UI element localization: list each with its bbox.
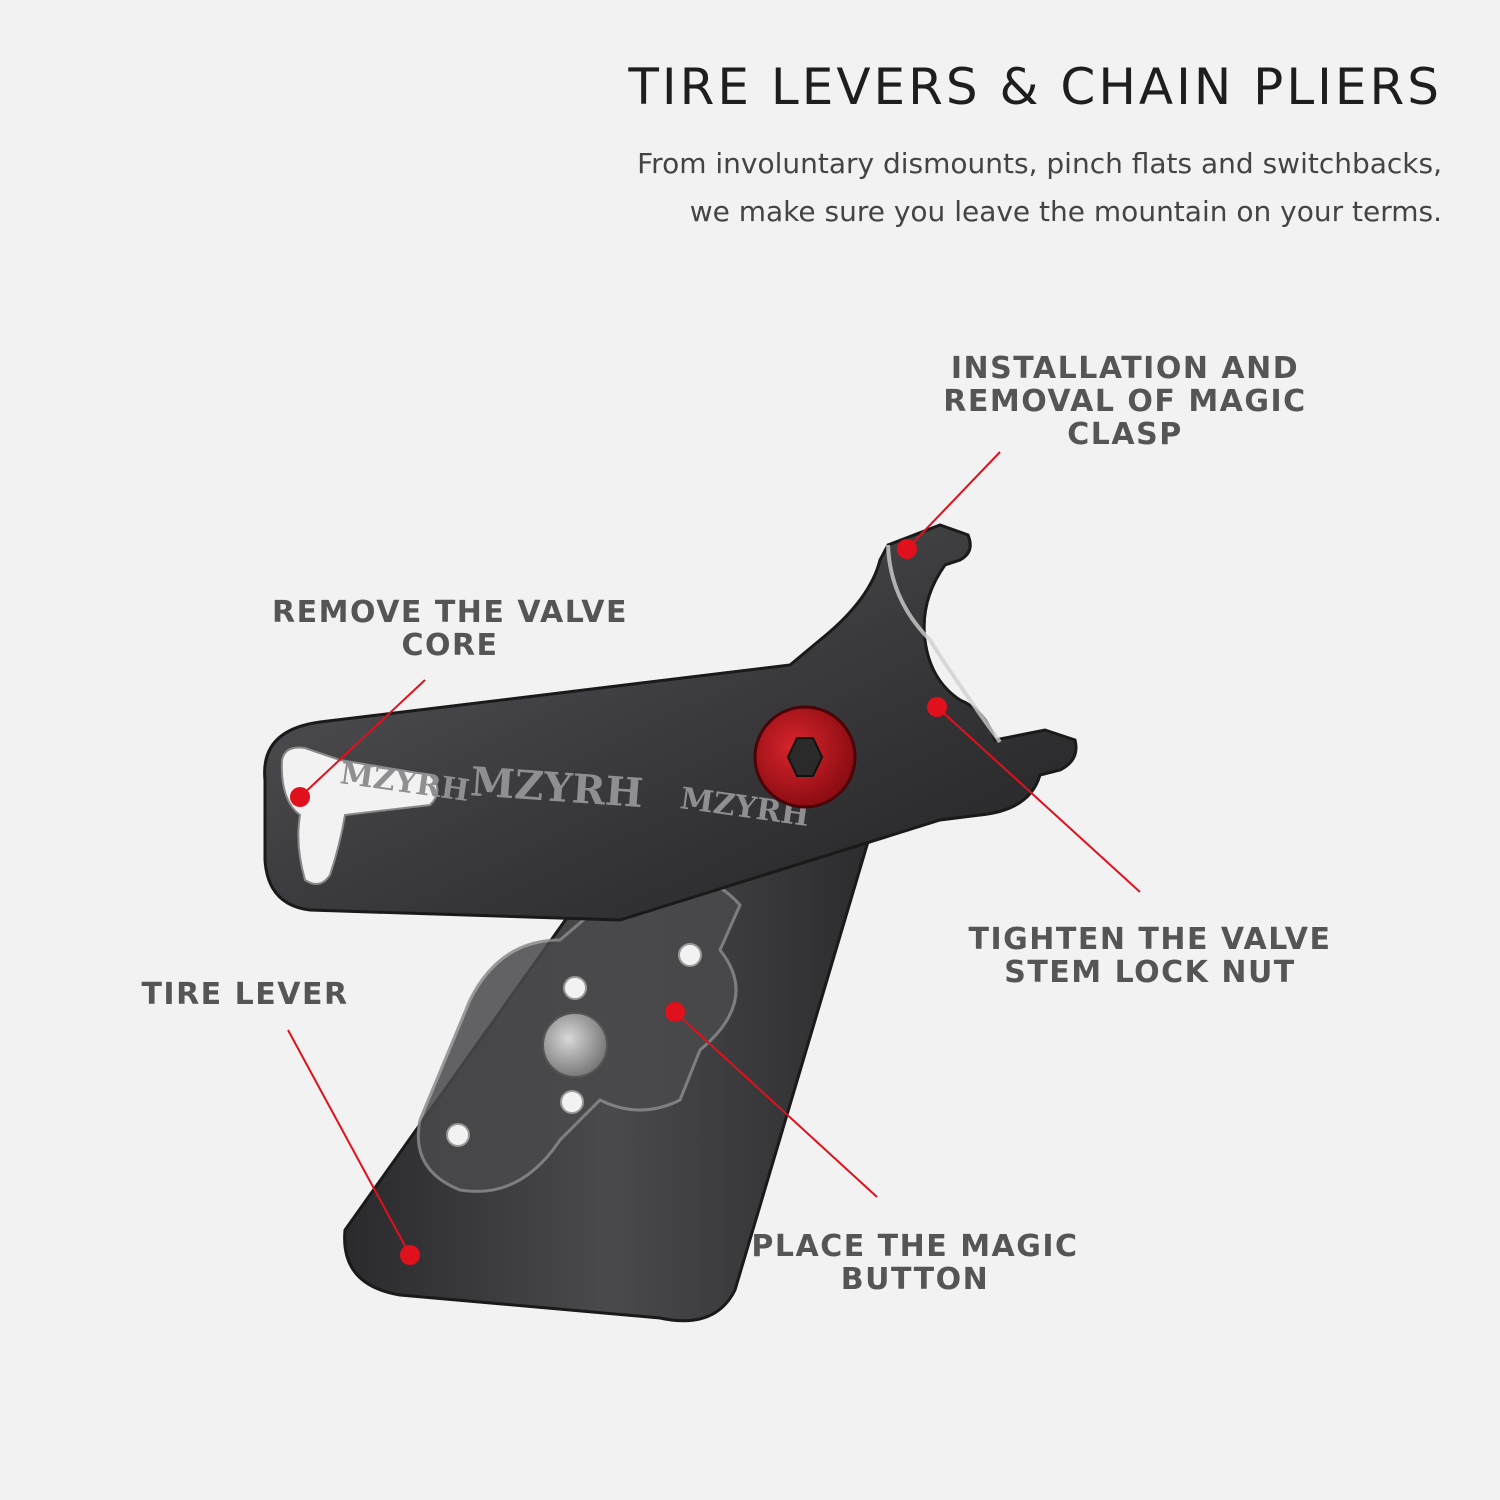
page-title: TIRE LEVERS & CHAIN PLIERS [628,58,1442,116]
tire-lever-dot [400,1245,420,1265]
callout-line: BUTTON [840,1262,990,1297]
callout-line: CORE [401,628,499,663]
callout-line: CLASP [1067,417,1183,452]
callout-tire-lever: TIRE LEVER [120,978,370,1011]
subtitle-line-2: we make sure you leave the mountain on y… [689,195,1442,228]
callout-leaders [287,451,1141,1256]
callout-lock-nut: TIGHTEN THE VALVE STEM LOCK NUT [950,923,1350,989]
magic-button-dot [665,1002,685,1022]
callout-dots [290,539,947,1265]
plier-upper-handle: MZYRH MZYRH MZYRH [263,523,1078,922]
callout-magic-button: PLACE THE MAGIC BUTTON [730,1230,1100,1296]
callout-line: TIGHTEN THE VALVE [968,922,1332,957]
magic-button-pin [542,1012,608,1078]
callout-line: STEM LOCK NUT [1004,955,1296,990]
callout-line: TIRE LEVER [141,977,349,1012]
callout-line: INSTALLATION AND [950,351,1300,386]
callout-valve-core: REMOVE THE VALVE CORE [250,596,650,662]
callout-magic-clasp: INSTALLATION AND REMOVAL OF MAGIC CLASP [930,352,1320,451]
callout-line: PLACE THE MAGIC [751,1229,1079,1264]
callout-line: REMOVAL OF MAGIC [943,384,1307,419]
pin-hole [563,976,587,1000]
page-subtitle: From involuntary dismounts, pinch flats … [542,140,1442,236]
pin-hole [560,1090,584,1114]
pin-hole [678,943,702,967]
lock-nut-dot [927,697,947,717]
tire-lever-handle [343,833,873,1323]
callout-line: REMOVE THE VALVE [272,595,628,630]
subtitle-line-1: From involuntary dismounts, pinch flats … [637,147,1442,180]
pin-hole [446,1123,470,1147]
clasp-dot [897,539,917,559]
valve-core-dot [290,787,310,807]
